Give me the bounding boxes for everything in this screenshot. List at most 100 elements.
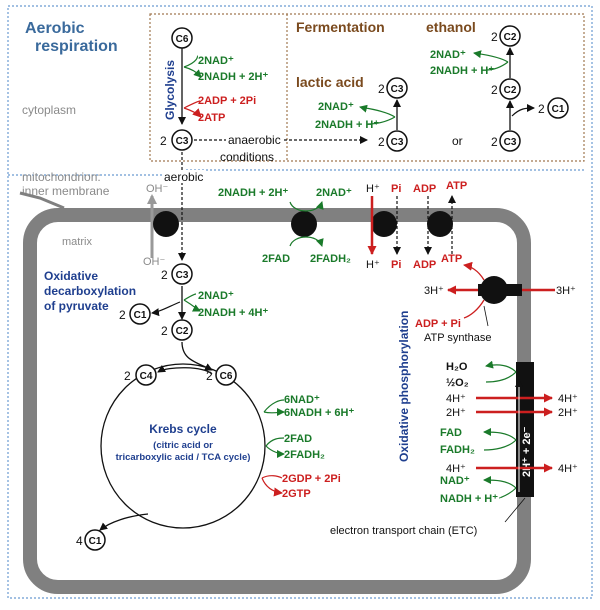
ethanol-c2-mid-coefficient: 2 — [491, 83, 498, 97]
cytoplasm-label: cytoplasm — [22, 103, 76, 117]
etc-water-text: H₂O — [446, 361, 468, 373]
krebs-nadh-text: 6NADH + 6H⁺ — [284, 407, 354, 419]
aerobic-label: aerobic — [164, 170, 203, 184]
oxdecarb-line3: of pyruvate — [44, 299, 109, 313]
krebs-gtp-curve — [261, 477, 283, 497]
krebs-nad-text: 6NAD⁺ — [284, 394, 320, 406]
anaerobic-bg — [226, 132, 282, 146]
mitochondrion-label-1: mitochondrion: — [22, 170, 101, 184]
ethanol-nad-text: 2NAD⁺ — [430, 49, 466, 61]
lactic-nad-text: 2NAD⁺ — [318, 101, 354, 113]
ethanol-label: ethanol — [426, 19, 476, 35]
glycolysis-c3-node: C3 — [171, 129, 193, 151]
adp-outer-label: ADP — [413, 183, 436, 195]
lactic-c3-node: C3 — [386, 77, 408, 99]
svg-text:C3: C3 — [176, 136, 189, 147]
svg-text:C1: C1 — [552, 104, 565, 115]
etc-proton-1-in: 4H⁺ — [446, 393, 466, 405]
krebs-fadh2-text: 2FADH₂ — [284, 449, 325, 461]
krebs-top-arrow — [157, 364, 213, 375]
ethanol-base-coefficient: 2 — [491, 135, 498, 149]
proton-matrix-label: H⁺ — [366, 259, 380, 271]
atp-outer-label: ATP — [446, 180, 467, 192]
lactic-base-c3-node: C3 — [386, 130, 408, 152]
svg-text:C2: C2 — [176, 326, 189, 337]
svg-text:C2: C2 — [504, 32, 517, 43]
etc-nadh-curve — [499, 487, 517, 499]
pi-outer-label: Pi — [391, 183, 401, 195]
krebs-cycle-ring — [100, 363, 266, 529]
oxdecarb-c3-coefficient: 2 — [161, 268, 168, 282]
pyruvate-c3-node: C3 — [171, 263, 193, 285]
etc-o2-text: ½O₂ — [446, 377, 469, 389]
etc-o2-curve — [485, 371, 517, 383]
etc-proton-3-out: 4H⁺ — [558, 463, 578, 475]
krebs-c1-node: C1 — [84, 529, 106, 551]
oxdecarb-nad-text: 2NAD⁺ — [198, 290, 234, 302]
pi-matrix-label: Pi — [391, 259, 401, 271]
ethanol-nad-curve — [473, 50, 509, 63]
svg-text:C1: C1 — [89, 536, 102, 547]
etc-nad-text: NAD⁺ — [440, 475, 470, 487]
etc-nadh-text: NADH + H⁺ — [440, 493, 498, 505]
oxdecarb-nadh-text: 2NADH + 4H⁺ — [198, 307, 268, 319]
mitochondrion-frame — [8, 169, 584, 176]
shuttle-fad-text: 2FAD — [262, 253, 290, 265]
shuttle-bottom-curve — [289, 236, 324, 247]
krebs-c4-coefficient: 2 — [124, 369, 131, 383]
etc-bar — [516, 362, 534, 497]
krebs-subtitle-2: tricarboxylic acid / TCA cycle) — [116, 452, 251, 463]
ethanol-co2-curve — [511, 104, 535, 117]
anaerobic-label: anaerobic — [228, 133, 281, 147]
synthase-atp-curve — [463, 261, 485, 281]
glycolysis-label: Glycolysis — [163, 60, 177, 120]
etc-fadh2-curve — [483, 439, 517, 451]
krebs-fad-curve — [265, 437, 285, 447]
krebs-c6-node: C6 — [215, 364, 237, 386]
synthase-adp-curve — [463, 299, 485, 319]
aerobic-bg — [162, 170, 206, 183]
atp-synthase-protein — [480, 276, 508, 304]
oh-outer-label: OH⁻ — [146, 183, 169, 195]
etc-water-curve — [485, 360, 517, 373]
krebs-nadh-curve — [263, 408, 285, 417]
krebs-gdp-text: 2GDP + 2Pi — [282, 473, 341, 485]
svg-text:C3: C3 — [176, 270, 189, 281]
etc-bar-label: 2H⁺ + 2e⁻ — [521, 426, 533, 477]
ethanol-c2-top-coefficient: 2 — [491, 30, 498, 44]
lactic-c3-coefficient: 2 — [378, 82, 385, 96]
svg-text:C4: C4 — [140, 371, 153, 382]
glyco-adp-curve — [183, 100, 201, 109]
etc-nad-curve — [483, 476, 517, 489]
etc-proton-1-out: 4H⁺ — [558, 393, 578, 405]
ethanol-c2-mid-node: C2 — [499, 78, 521, 100]
glyco-nadh-text: 2NADH + 2H⁺ — [198, 71, 268, 83]
synthase-caption: ATP synthase — [424, 332, 491, 344]
lactic-base-coefficient: 2 — [378, 135, 385, 149]
krebs-co2-arrow — [99, 513, 149, 531]
title-line2: respiration — [35, 38, 118, 55]
oxdecarb-line2: decarboxylation — [44, 284, 136, 298]
oxdecarb-c1-node: C1 — [129, 303, 151, 325]
etc-proton-2-in: 2H⁺ — [446, 407, 466, 419]
or-label: or — [452, 134, 463, 148]
synthase-pointer — [483, 305, 489, 327]
lactic-nadh-curve — [367, 116, 396, 125]
glycolysis-c6-node: C6 — [171, 27, 193, 49]
etc-fad-text: FAD — [440, 427, 462, 439]
ethanol-c2-top-node: C2 — [499, 25, 521, 47]
krebs-c4-node: C4 — [135, 364, 157, 386]
svg-text:C3: C3 — [391, 137, 404, 148]
ethanol-nadh-text: 2NADH + H⁺ — [430, 65, 494, 77]
svg-text:C2: C2 — [504, 85, 517, 96]
glyco-adp-text: 2ADP + 2Pi — [198, 95, 256, 107]
krebs-c1-coefficient: 4 — [76, 534, 83, 548]
acetyl-c2-coefficient: 2 — [161, 324, 168, 338]
membrane-pointer — [19, 191, 65, 210]
etc-proton-3-in: 4H⁺ — [446, 463, 466, 475]
glyco-atp-text: 2ATP — [198, 112, 225, 124]
glyco-nad-curve — [183, 55, 198, 68]
etc-proton-2-out: 2H⁺ — [558, 407, 578, 419]
oxdecarb-co2-curve — [151, 301, 181, 317]
